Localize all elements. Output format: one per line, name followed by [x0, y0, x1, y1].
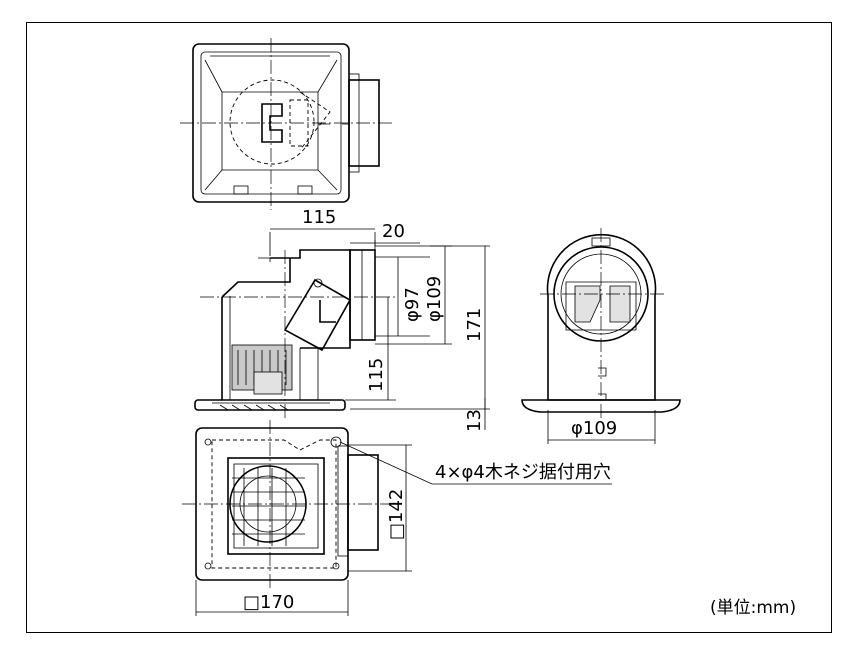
side-view [521, 228, 681, 420]
dim-duct-height: 115 [366, 358, 387, 392]
dim-width: □170 [243, 592, 294, 613]
drawing-frame [26, 22, 832, 633]
dim-depth: □142 [386, 489, 407, 540]
dim-side-dia: φ109 [571, 418, 617, 439]
dim-flange: 13 [464, 409, 485, 432]
screw-hole-callout: 4×φ4木ネジ据付用穴 [435, 462, 611, 483]
dim-top-offset: 20 [382, 221, 405, 242]
dimension-lines [195, 228, 656, 616]
front-view [194, 249, 396, 420]
dim-height: 171 [464, 308, 485, 342]
top-view [180, 38, 395, 210]
dim-outer-dia: φ109 [424, 276, 445, 322]
dim-inner-dia: φ97 [402, 287, 423, 322]
bottom-view [182, 420, 392, 590]
dim-top-width: 115 [302, 207, 336, 228]
unit-note: (単位:mm) [710, 598, 796, 618]
